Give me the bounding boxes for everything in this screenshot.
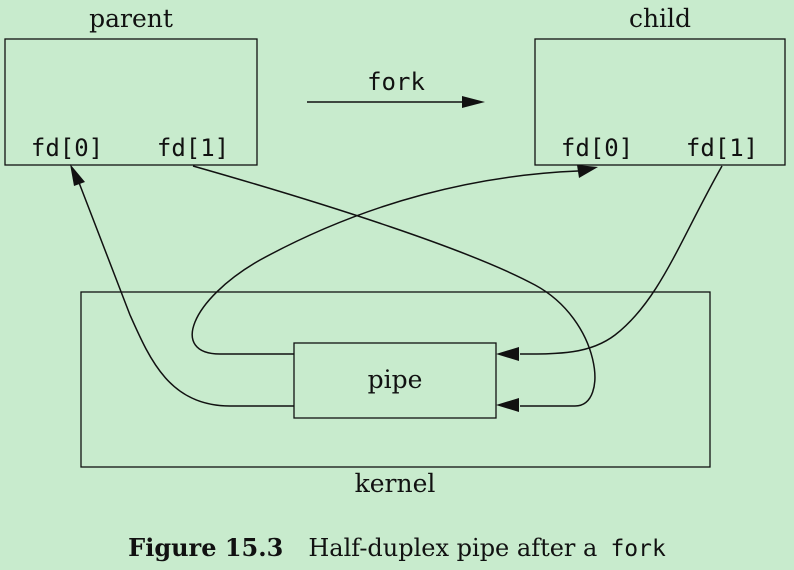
parent-fd0-arrowhead — [70, 164, 85, 186]
figure-caption-text: Half-duplex pipe after a — [308, 534, 597, 562]
child-process-box — [534, 38, 786, 166]
child-label: child — [629, 4, 691, 33]
pipe-input-arrowhead-upper — [496, 347, 519, 361]
parent-fd1-label: fd[1] — [157, 134, 229, 162]
parent-process-box — [4, 38, 258, 166]
figure-caption: Figure 15.3 Half-duplex pipe after a for… — [128, 533, 666, 562]
child-fd0-label: fd[0] — [561, 134, 633, 162]
child-fd1-label: fd[1] — [686, 134, 758, 162]
kernel-box — [80, 291, 711, 468]
pipe-label: pipe — [368, 365, 423, 394]
figure-caption-number: Figure 15.3 — [128, 533, 283, 562]
parent-label: parent — [89, 4, 173, 33]
child-fd1-to-pipe-line — [519, 165, 723, 355]
parent-fd1-to-pipe-line — [192, 165, 596, 407]
parent-fd0-label: fd[0] — [31, 134, 103, 162]
child-fd0-arrowhead — [577, 165, 598, 178]
fork-label: fork — [367, 68, 425, 96]
pipe-to-parent-fd0-line — [77, 179, 294, 407]
pipe-input-arrowhead-lower — [496, 398, 519, 412]
figure-caption-code: fork — [610, 536, 666, 562]
kernel-label: kernel — [355, 469, 436, 498]
pipe-box — [293, 342, 497, 419]
pipe-to-child-fd0-line — [191, 170, 579, 355]
fork-arrowhead — [462, 96, 485, 108]
